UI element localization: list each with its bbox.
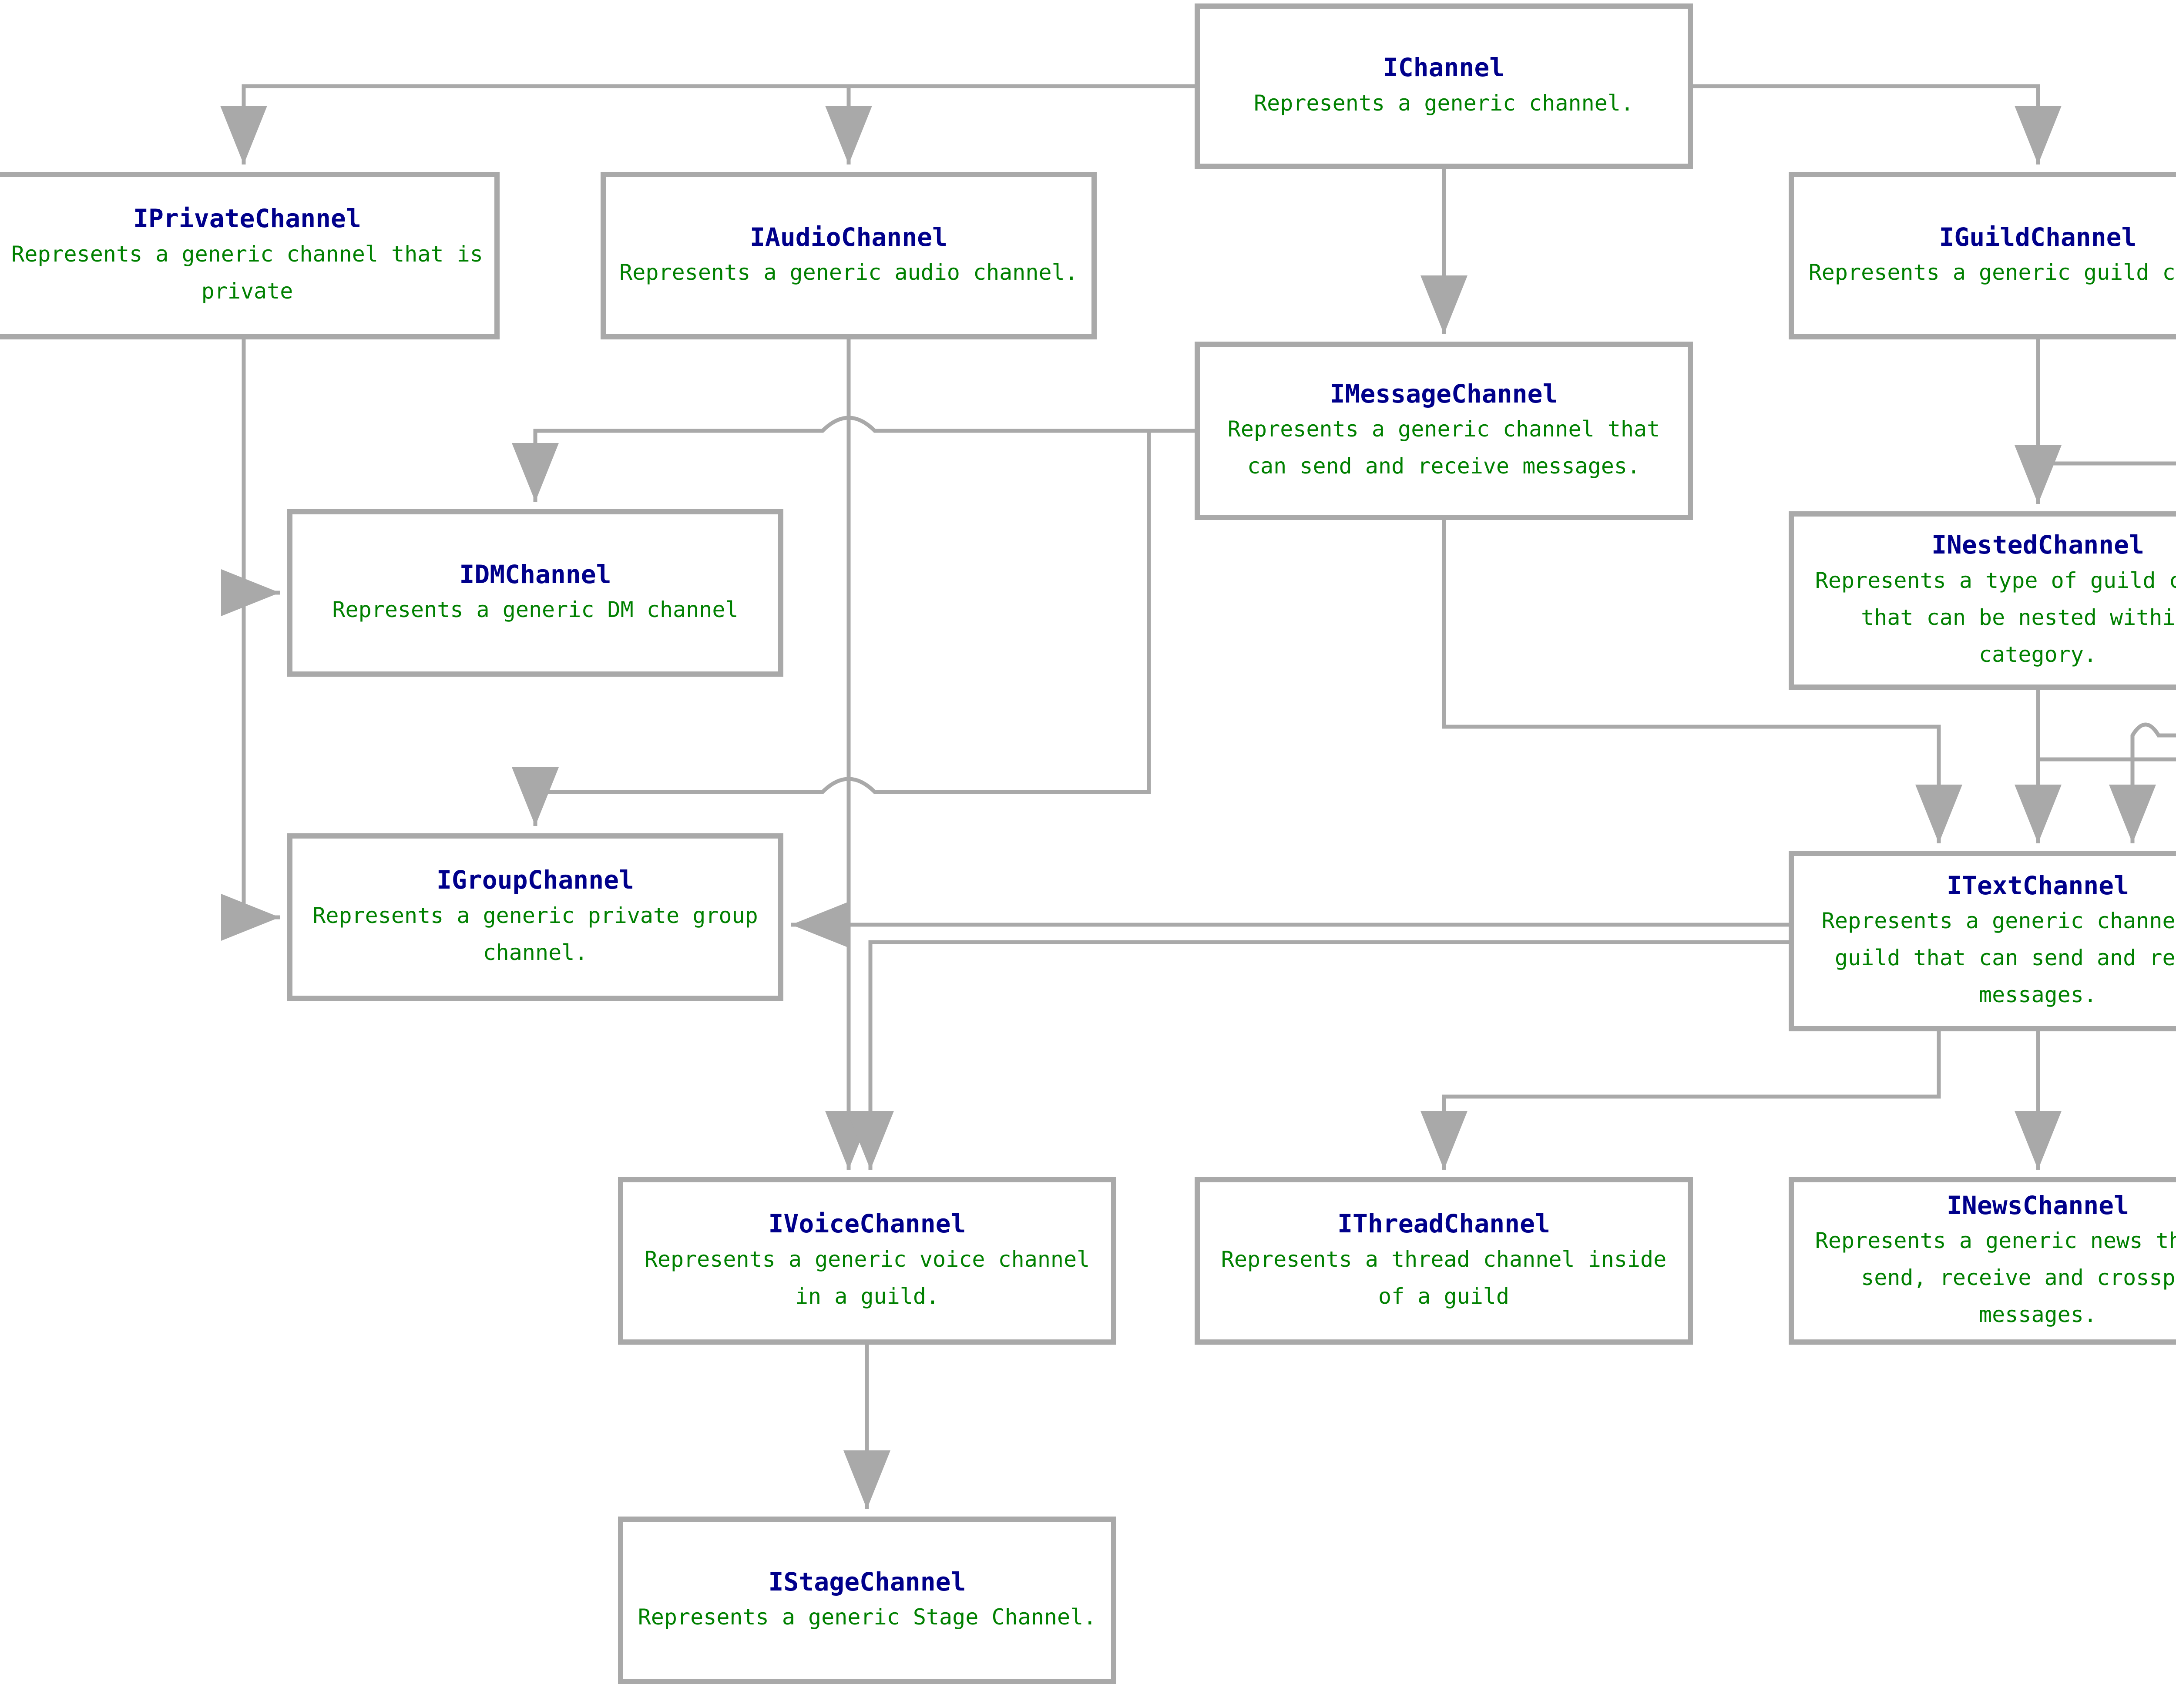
- edge-iprivatechannel-igroupchannel: [221, 339, 280, 941]
- edge-ichannel-iaudiochannel: [825, 84, 1195, 164]
- node-idmchannel[interactable]: IDMChannel Represents a generic DM chann…: [287, 509, 783, 677]
- node-description: Represents a generic channel in a guild …: [1821, 908, 2176, 1008]
- node-description: Represents a generic guild channel.: [1808, 260, 2176, 285]
- edge-itextchannel-ivoicechannel: [847, 940, 1789, 1170]
- node-inewschannel[interactable]: INewsChannel Represents a generic news t…: [1789, 1177, 2176, 1345]
- node-inestedchannel[interactable]: INestedChannel Represents a type of guil…: [1789, 511, 2176, 690]
- edge-imessagechannel-itextchannel: [1442, 520, 1962, 843]
- node-title: IPrivateChannel: [133, 204, 361, 234]
- edge-itextchannel-ithreadchannel: [1420, 1031, 1941, 1170]
- edge-iprivatechannel-idmchannel: [221, 339, 280, 616]
- node-title: IMessageChannel: [1330, 379, 1558, 409]
- node-istagechannel[interactable]: IStageChannel Represents a generic Stage…: [618, 1517, 1116, 1684]
- node-ivoicechannel[interactable]: IVoiceChannel Represents a generic voice…: [618, 1177, 1116, 1345]
- node-ithreadchannel[interactable]: IThreadChannel Represents a thread chann…: [1195, 1177, 1693, 1345]
- node-title: IAudioChannel: [750, 222, 947, 252]
- node-description: Represents a generic voice channel in a …: [644, 1246, 1090, 1309]
- node-description: Represents a thread channel inside of a …: [1221, 1246, 1667, 1309]
- edge-iguildchannel-iintegrationchannel: [2036, 339, 2176, 466]
- edge-imessagechannel-idmchannel: [512, 416, 1195, 502]
- node-title: IGuildChannel: [1939, 222, 2137, 252]
- node-title: IDMChannel: [459, 559, 611, 589]
- node-description: Represents a generic news that can send,…: [1815, 1228, 2176, 1328]
- node-title: IVoiceChannel: [768, 1209, 966, 1239]
- node-description: Represents a generic audio channel.: [619, 260, 1078, 285]
- node-itextchannel[interactable]: ITextChannel Represents a generic channe…: [1789, 851, 2176, 1031]
- edge-imessagechannel-igroupchannel: [512, 429, 1195, 826]
- node-description: Represents a generic private group chann…: [312, 903, 758, 965]
- node-ichannel[interactable]: IChannel Represents a generic channel.: [1195, 3, 1693, 169]
- edge-inestedchannel-iforumchannel: [2036, 690, 2176, 762]
- edge-ichannel-iprivatechannel: [220, 84, 1195, 164]
- node-description: Represents a type of guild channel that …: [1815, 567, 2176, 667]
- node-title: INewsChannel: [1946, 1190, 2129, 1220]
- edge-group: [220, 84, 2176, 1509]
- node-title: IThreadChannel: [1337, 1209, 1550, 1239]
- node-title: IGroupChannel: [437, 865, 634, 895]
- node-iguildchannel[interactable]: IGuildChannel Represents a generic guild…: [1789, 172, 2176, 339]
- node-description: Represents a generic channel that is pri…: [11, 241, 483, 304]
- edge-iintegrationchannel-itextchannel: [2109, 722, 2176, 843]
- node-imessagechannel[interactable]: IMessageChannel Represents a generic cha…: [1195, 342, 1693, 520]
- node-title: INestedChannel: [1931, 530, 2144, 560]
- node-description: Represents a generic Stage Channel.: [638, 1604, 1097, 1630]
- node-description: Represents a generic channel.: [1254, 90, 1634, 116]
- node-iprivatechannel[interactable]: IPrivateChannel Represents a generic cha…: [0, 172, 500, 339]
- node-title: IChannel: [1383, 53, 1505, 83]
- node-description: Represents a generic DM channel: [332, 597, 739, 623]
- node-description: Represents a generic channel that can se…: [1227, 416, 1660, 479]
- edge-ichannel-iguildchannel: [1693, 84, 2062, 164]
- node-title: ITextChannel: [1946, 870, 2129, 900]
- node-title: IStageChannel: [768, 1567, 966, 1597]
- node-iaudiochannel[interactable]: IAudioChannel Represents a generic audio…: [601, 172, 1097, 339]
- node-igroupchannel[interactable]: IGroupChannel Represents a generic priva…: [287, 833, 783, 1001]
